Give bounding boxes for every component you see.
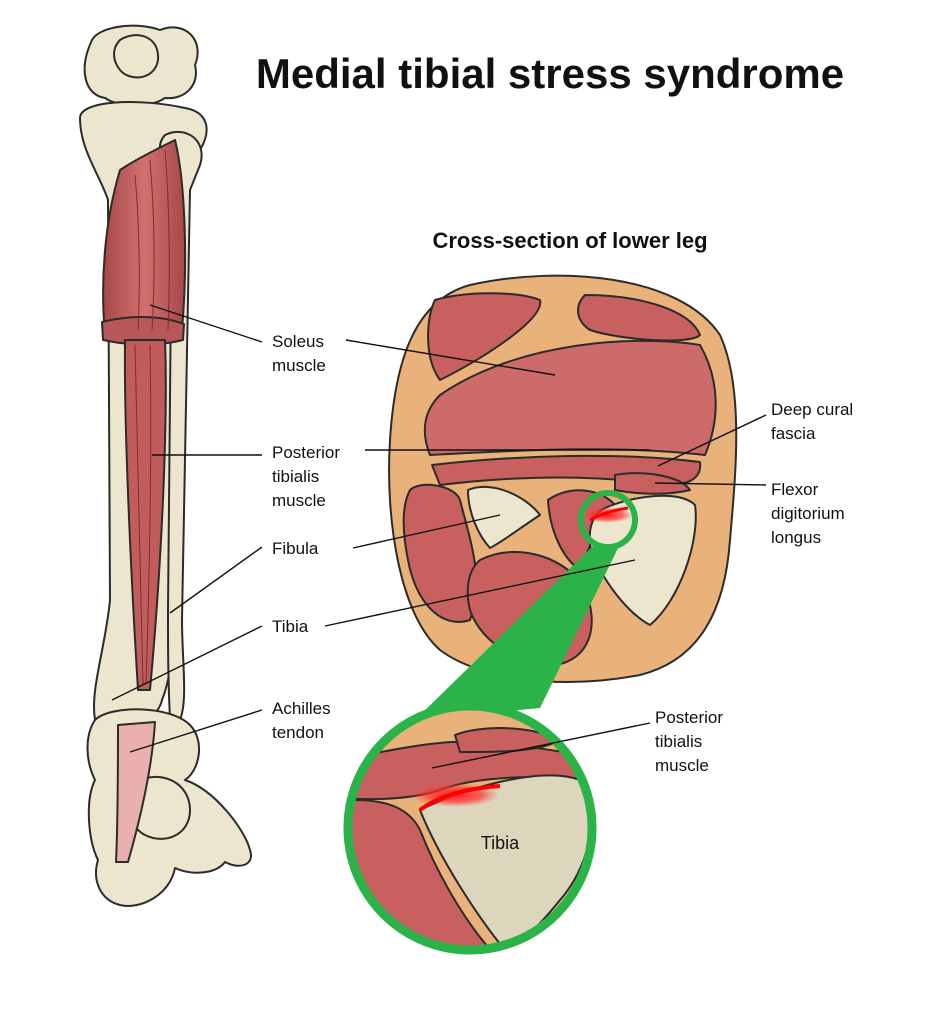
upper-muscle-right bbox=[577, 294, 701, 342]
label-tibia: Tibia bbox=[272, 617, 309, 636]
left-leader-lines bbox=[111, 304, 263, 753]
zoom-tibia bbox=[419, 774, 592, 950]
achilles-tendon-shape bbox=[115, 721, 156, 863]
label-deep-cural-fascia: Deep cural fascia bbox=[771, 400, 854, 443]
label-soleus-muscle: Soleus muscle bbox=[272, 332, 326, 375]
lateral-muscles bbox=[402, 483, 478, 623]
posterior-tibialis-muscle-shape bbox=[123, 339, 167, 691]
highlight-circle bbox=[578, 490, 638, 550]
label-zoom-tibia: Tibia bbox=[480, 833, 520, 853]
label-fibula: Fibula bbox=[272, 539, 319, 558]
cross-section-subtitle: Cross-section of lower leg bbox=[432, 228, 708, 253]
zoom-connector bbox=[415, 545, 618, 720]
leg-illustration bbox=[79, 24, 252, 907]
page-title: Medial tibial stress syndrome bbox=[255, 50, 845, 97]
flexor-digitorum-cross-section bbox=[614, 472, 691, 495]
inflammation-line bbox=[589, 506, 629, 522]
label-posterior-tibialis-muscle: Posterior tibialis muscle bbox=[272, 443, 341, 510]
fibula-cross-section bbox=[467, 485, 541, 549]
label-achilles-tendon: Achilles tendon bbox=[272, 699, 331, 742]
label-zoom-posterior-tibialis: Posterior tibialis muscle bbox=[655, 708, 724, 775]
soleus-muscle-base bbox=[101, 316, 185, 346]
patella bbox=[113, 34, 160, 79]
soleus-muscle-shape bbox=[102, 139, 187, 336]
soleus-cross-section bbox=[423, 339, 717, 456]
label-flexor-digitorium-longus: Flexor digitorium longus bbox=[771, 480, 845, 547]
zoom-view bbox=[343, 701, 597, 955]
right-leader-lines bbox=[324, 339, 767, 769]
zoom-circle-border bbox=[343, 701, 597, 955]
zoom-inflammation-line bbox=[418, 784, 501, 812]
